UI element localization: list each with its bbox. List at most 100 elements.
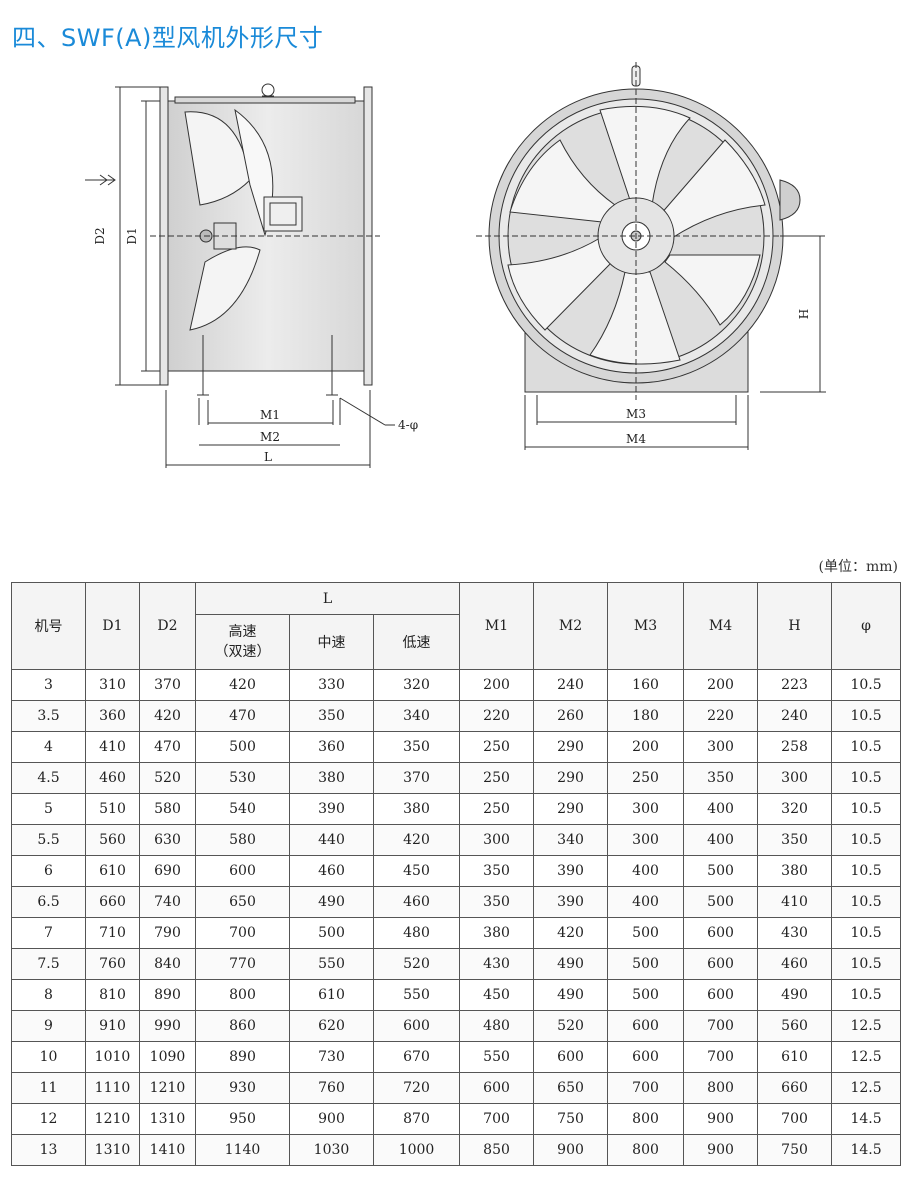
cell-d2: 1410 [139,1134,196,1166]
cell-m1: 250 [459,793,535,825]
header-d2: D2 [139,582,196,670]
cell-m1: 600 [459,1072,535,1104]
cell-h: 750 [757,1134,833,1166]
cell-l-low: 520 [372,948,461,980]
label-hole: 4-φ [398,418,418,432]
cell-m3: 200 [607,731,685,763]
cell-m4: 400 [683,824,759,856]
cell-m4: 700 [683,1010,759,1042]
label-d1: D1 [125,227,139,244]
cell-m2: 290 [533,762,609,794]
cell-m2: 520 [533,1010,609,1042]
cell-d1: 1210 [85,1103,140,1135]
front-view [476,62,826,450]
cell-model: 3.5 [11,700,86,732]
cell-m2: 260 [533,700,609,732]
cell-d1: 1310 [85,1134,140,1166]
cell-model: 7.5 [11,948,86,980]
cell-phi: 14.5 [831,1103,902,1135]
cell-m1: 250 [459,762,535,794]
cell-d2: 370 [139,669,196,701]
cell-h: 610 [757,1041,833,1073]
cell-l-low: 480 [372,917,461,949]
label-l: L [264,450,272,464]
cell-m1: 480 [459,1010,535,1042]
cell-phi: 10.5 [831,669,902,701]
cell-l-mid: 900 [289,1103,374,1135]
cell-l-mid: 350 [289,700,374,732]
cell-l-low: 460 [372,886,461,918]
cell-h: 410 [757,886,833,918]
cell-l-high: 650 [195,886,290,918]
cell-l-high: 540 [195,793,290,825]
header-l-low: 低速 [372,614,461,670]
cell-m4: 800 [683,1072,759,1104]
cell-l-low: 600 [372,1010,461,1042]
header-l-high: 高速 （双速） [195,614,290,670]
cell-m3: 800 [607,1103,685,1135]
fan-dimension-drawing: D2 D1 M1 M2 L 4-φ [85,62,826,468]
cell-l-low: 550 [372,979,461,1011]
cell-l-high: 580 [195,824,290,856]
cell-m1: 550 [459,1041,535,1073]
header-h: H [757,582,833,670]
cell-l-mid: 620 [289,1010,374,1042]
cell-d2: 890 [139,979,196,1011]
cell-l-low: 720 [372,1072,461,1104]
cell-d1: 610 [85,855,140,887]
label-m2: M2 [260,430,280,444]
cell-h: 350 [757,824,833,856]
cell-d2: 740 [139,886,196,918]
cell-m1: 350 [459,855,535,887]
cell-l-high: 470 [195,700,290,732]
cell-d2: 1210 [139,1072,196,1104]
header-m1: M1 [459,582,535,670]
cell-model: 10 [11,1041,86,1073]
cell-m3: 400 [607,886,685,918]
cell-l-mid: 760 [289,1072,374,1104]
cell-m2: 600 [533,1041,609,1073]
cell-l-low: 870 [372,1103,461,1135]
cell-phi: 10.5 [831,979,902,1011]
cell-m2: 420 [533,917,609,949]
cell-d1: 410 [85,731,140,763]
cell-m2: 390 [533,855,609,887]
cell-h: 560 [757,1010,833,1042]
cell-m3: 700 [607,1072,685,1104]
cell-phi: 10.5 [831,793,902,825]
cell-d2: 420 [139,700,196,732]
cell-phi: 10.5 [831,700,902,732]
cell-l-high: 770 [195,948,290,980]
cell-m4: 400 [683,793,759,825]
cell-phi: 12.5 [831,1010,902,1042]
cell-m4: 900 [683,1103,759,1135]
cell-model: 11 [11,1072,86,1104]
cell-d2: 580 [139,793,196,825]
cell-l-high: 930 [195,1072,290,1104]
cell-d1: 760 [85,948,140,980]
cell-m4: 300 [683,731,759,763]
cell-l-mid: 500 [289,917,374,949]
cell-phi: 14.5 [831,1134,902,1166]
cell-h: 240 [757,700,833,732]
cell-l-low: 350 [372,731,461,763]
cell-m2: 290 [533,793,609,825]
cell-d1: 1110 [85,1072,140,1104]
cell-d1: 560 [85,824,140,856]
cell-phi: 10.5 [831,855,902,887]
label-h: H [797,309,811,319]
cell-m1: 430 [459,948,535,980]
cell-m3: 180 [607,700,685,732]
cell-model: 9 [11,1010,86,1042]
cell-l-low: 320 [372,669,461,701]
cell-d1: 510 [85,793,140,825]
cell-model: 4.5 [11,762,86,794]
